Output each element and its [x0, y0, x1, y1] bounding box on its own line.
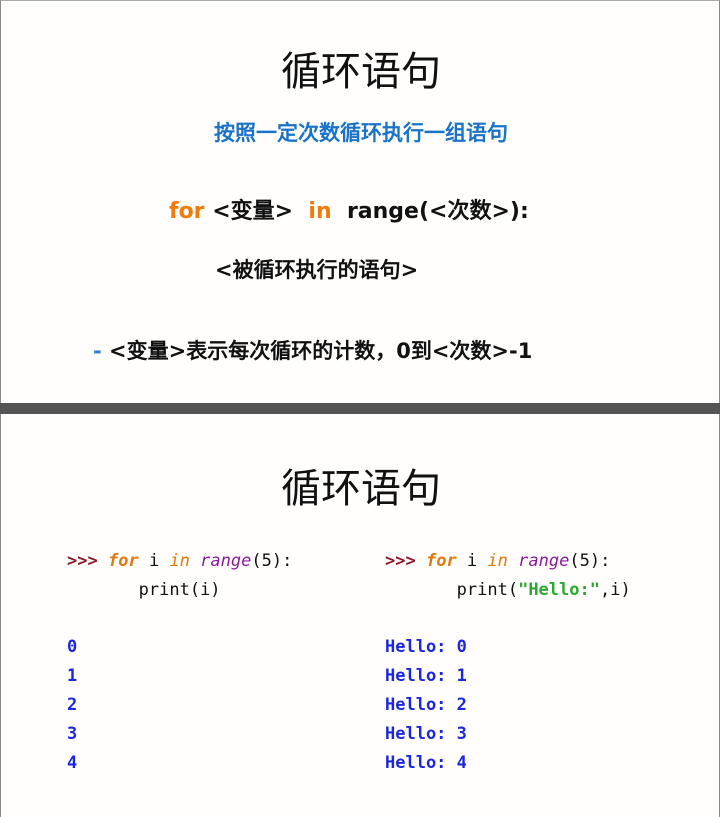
prompt: >>>: [67, 551, 98, 571]
left-output: 0 1 2 3 4: [67, 633, 77, 778]
slide-divider: [0, 403, 720, 414]
syntax-range: range(<次数>):: [346, 199, 529, 224]
syntax-variable: <变量>: [212, 199, 294, 224]
output-line: 3: [67, 724, 78, 744]
print-statement: print(i): [138, 580, 221, 600]
slide-title: 循环语句: [281, 466, 441, 512]
range-args: (5):: [251, 551, 293, 571]
string-literal: "Hello:": [518, 580, 600, 600]
slide-title: 循环语句: [281, 49, 441, 95]
prompt: >>>: [385, 551, 416, 571]
note-line: - <变量>表示每次循环的计数，0到<次数>-1: [93, 335, 532, 365]
right-output: Hello: 0 Hello: 1 Hello: 2 Hello: 3 Hell…: [385, 633, 467, 778]
for-keyword: for: [169, 199, 205, 224]
loop-body-line: <被循环执行的语句>: [215, 258, 419, 282]
output-line: 2: [67, 695, 78, 715]
bullet-dash: -: [93, 339, 102, 363]
range-function: range: [200, 551, 252, 571]
loop-var: i: [148, 551, 160, 571]
output-line: Hello: 4: [385, 753, 467, 773]
slide-subtitle: 按照一定次数循环执行一组语句: [214, 121, 508, 145]
output-line: Hello: 2: [385, 695, 467, 715]
slide-2: 循环语句 >>> for i in range(5): print(i) 0 1…: [0, 414, 720, 817]
print-open: print(: [456, 580, 519, 600]
in-keyword: in: [308, 199, 332, 224]
range-args: (5):: [569, 551, 611, 571]
output-line: Hello: 1: [385, 666, 467, 686]
syntax-line: for <变量> in range(<次数>):: [169, 193, 529, 225]
output-line: 0: [67, 637, 78, 657]
right-code-block: >>> for i in range(5): print("Hello:",i): [385, 547, 631, 605]
range-function: range: [518, 551, 570, 571]
in-keyword: in: [169, 551, 190, 571]
output-line: Hello: 3: [385, 724, 467, 744]
left-code-block: >>> for i in range(5): print(i): [67, 547, 292, 605]
in-keyword: in: [487, 551, 508, 571]
for-keyword: for: [107, 551, 139, 571]
print-close: ,i): [599, 580, 631, 600]
output-line: 1: [67, 666, 78, 686]
loop-var: i: [466, 551, 478, 571]
note-text: <变量>表示每次循环的计数，0到<次数>-1: [109, 339, 533, 363]
for-keyword: for: [425, 551, 457, 571]
output-line: 4: [67, 753, 78, 773]
output-line: Hello: 0: [385, 637, 467, 657]
slide-1: 循环语句 按照一定次数循环执行一组语句 for <变量> in range(<次…: [0, 0, 720, 403]
